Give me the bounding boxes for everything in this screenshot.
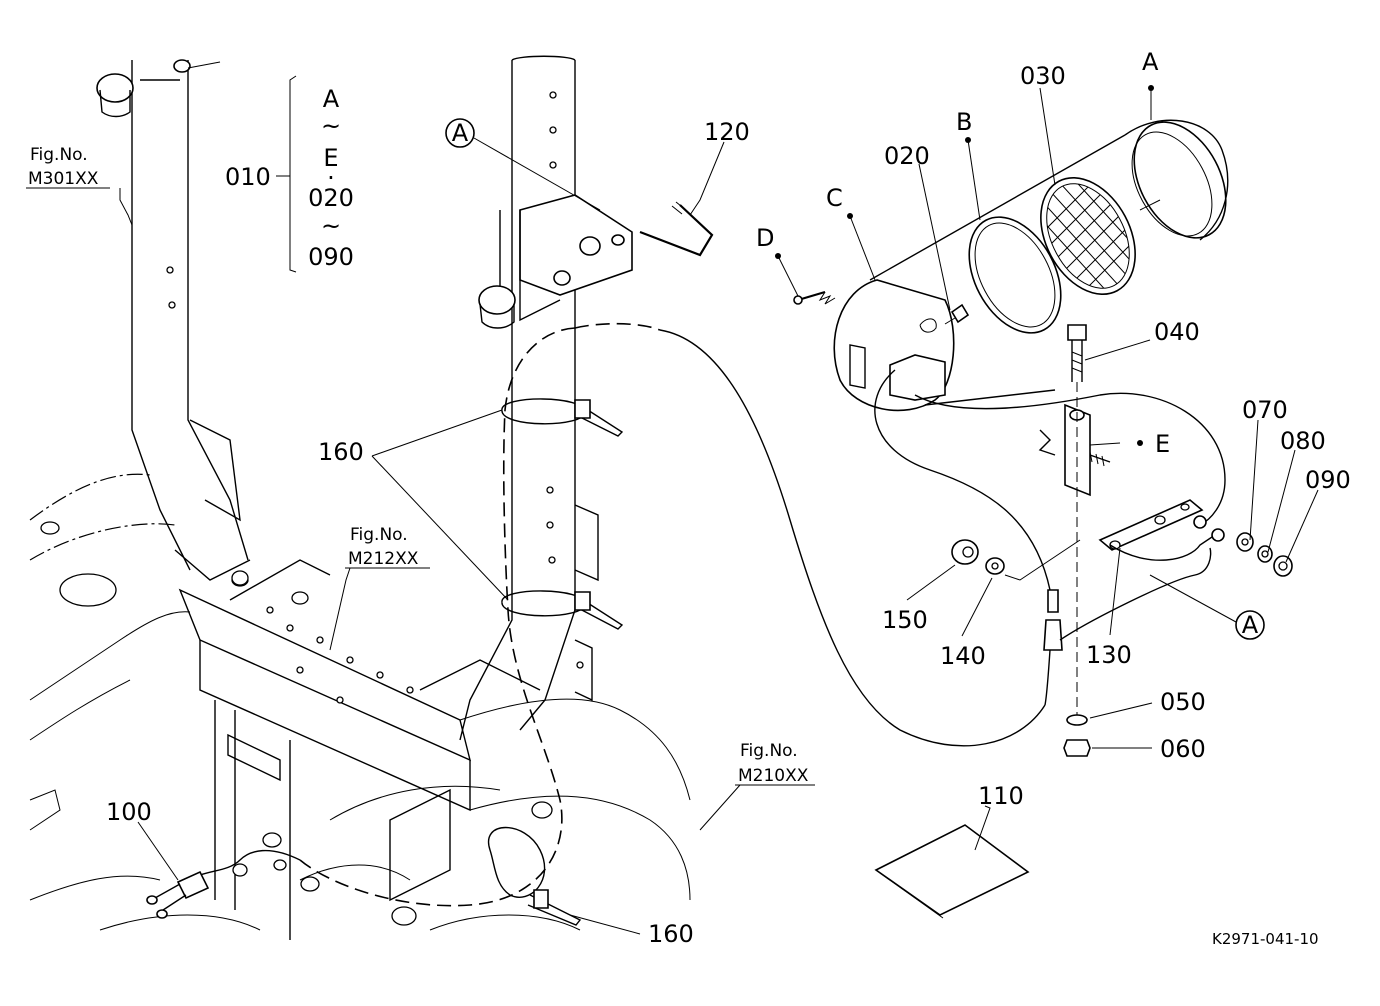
ref-label-e: E (1155, 430, 1170, 458)
figref-m212-code: M212XX (348, 549, 419, 569)
ref-label-d: D (756, 224, 774, 252)
part-label-020: 020 (884, 142, 930, 170)
cable-tie-lower (487, 826, 582, 926)
nut-150 (951, 539, 979, 565)
figref-m210-label: Fig.No. (740, 741, 798, 761)
figref-m301-label: Fig.No. (30, 145, 88, 165)
part-label-160-lower: 160 (648, 920, 694, 948)
part-label-030: 030 (1020, 62, 1066, 90)
connector-100 (146, 870, 210, 919)
figref-m210-code: M210XX (738, 766, 809, 786)
chassis-frame (29, 473, 691, 940)
light-mount-bracket (499, 194, 633, 322)
nut-090 (1273, 555, 1293, 577)
lock-washer-140 (985, 557, 1005, 575)
screw-d (793, 290, 836, 305)
washer-050 (1066, 714, 1088, 726)
part-label-110: 110 (978, 782, 1024, 810)
left-knob (96, 73, 134, 118)
bezel-a (1124, 119, 1229, 241)
nut-060 (1063, 739, 1091, 757)
bolt-120 (639, 201, 714, 257)
part-label-080: 080 (1280, 427, 1326, 455)
bracket-label-020: 020 (308, 184, 354, 212)
light-wire (874, 369, 1226, 706)
ref-a-right-circle (1235, 610, 1265, 640)
part-label-040: 040 (1154, 318, 1200, 346)
ref-label-a-top: A (1142, 48, 1159, 76)
leader-lines (119, 75, 1319, 935)
washer-070 (1236, 532, 1254, 552)
bracket-label-a: A (323, 85, 340, 113)
chassis-bolts (40, 521, 553, 926)
wire-harness (199, 322, 1046, 907)
part-label-100: 100 (106, 798, 152, 826)
part-label-140: 140 (940, 642, 986, 670)
ref-a-left-circle (445, 118, 475, 148)
bracket-label-tilde2: ~ (321, 212, 341, 240)
bracket-label-dot: · (327, 164, 335, 192)
right-knob (478, 285, 516, 329)
right-rops-post (459, 55, 633, 741)
part-label-090: 090 (1305, 466, 1351, 494)
bracket-e (1038, 403, 1111, 497)
drawing-code: K2971-041-10 (1212, 930, 1319, 948)
part-label-050: 050 (1160, 688, 1206, 716)
light-housing-c (833, 134, 1126, 412)
figure-ref-underlines (26, 187, 815, 786)
rail-holes (266, 606, 414, 704)
bracket-130 (1098, 499, 1204, 551)
reference-dots (775, 85, 1154, 446)
left-rops-post (96, 59, 251, 586)
operator-manual-110 (874, 824, 1030, 919)
left-nut (173, 59, 221, 73)
part-label-070: 070 (1242, 396, 1288, 424)
figref-m301-code: M301XX (28, 169, 99, 189)
bracket-label-e: E (323, 144, 338, 172)
cable-tie-upper (501, 398, 624, 437)
figref-m212-label: Fig.No. (350, 525, 408, 545)
bracket-label-090: 090 (308, 243, 354, 271)
ref-label-c: C (826, 184, 843, 212)
bracket-label-tilde1: ~ (321, 112, 341, 140)
part-label-010: 010 (225, 163, 271, 191)
part-label-060: 060 (1160, 735, 1206, 763)
ref-label-a-left: A (452, 119, 469, 147)
ref-label-a-right: A (1242, 611, 1259, 639)
part-label-150: 150 (882, 606, 928, 634)
part-label-130: 130 (1086, 641, 1132, 669)
ref-label-b: B (956, 108, 972, 136)
part-label-160-upper: 160 (318, 438, 364, 466)
cable-tie-middle (501, 590, 624, 630)
washer-080 (1257, 545, 1273, 563)
part-label-120: 120 (704, 118, 750, 146)
bolt-040 (1067, 324, 1087, 715)
bulb-020 (944, 303, 970, 325)
lens-030 (1029, 169, 1147, 303)
